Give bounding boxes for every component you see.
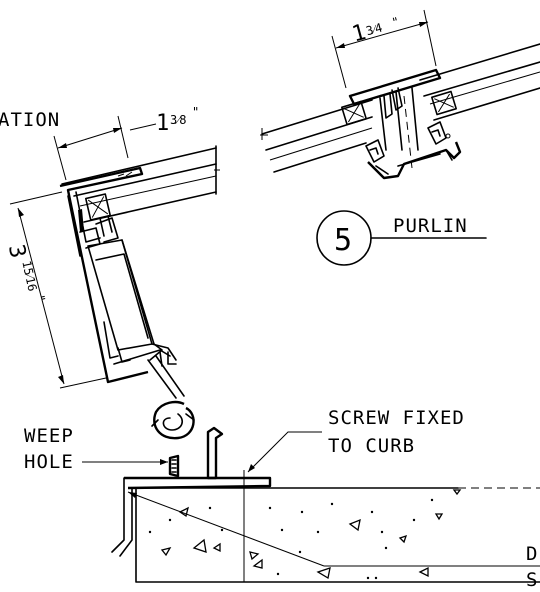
screw-label-line-1: SCREW FIXED bbox=[328, 407, 465, 429]
sloped-detail: ATION 1 3⁄8 " bbox=[0, 105, 220, 440]
vertical-dimension-whole: 3 bbox=[3, 242, 30, 260]
vertical-dimension-fraction: 15⁄16 bbox=[19, 259, 39, 292]
svg-text:": " bbox=[390, 14, 401, 29]
edge-label-s: S bbox=[526, 569, 538, 591]
edge-label-d: D bbox=[526, 543, 538, 565]
svg-text:": " bbox=[192, 105, 199, 119]
top-dimension-whole: 1 bbox=[156, 111, 169, 136]
screw-callout: SCREW FIXED TO CURB bbox=[247, 407, 465, 473]
weep-hole-line-1: WEEP bbox=[24, 425, 74, 447]
screw-label-line-2: TO CURB bbox=[328, 435, 415, 457]
curb-detail bbox=[111, 426, 540, 583]
purlin-detail: 1 3⁄4 " bbox=[260, 9, 540, 180]
svg-text:": " bbox=[33, 293, 48, 303]
purlin-dimension-fraction: 3⁄4 bbox=[364, 21, 384, 39]
detail-callout: 5 PURLIN bbox=[316, 210, 487, 266]
detail-title: PURLIN bbox=[393, 215, 468, 237]
purlin-dimension-whole: 1 bbox=[349, 20, 368, 48]
detail-number: 5 bbox=[334, 223, 352, 258]
weep-hole-callout: WEEP HOLE bbox=[24, 425, 168, 473]
top-dimension-fraction: 3⁄8 bbox=[170, 113, 186, 127]
weep-hole-line-2: HOLE bbox=[24, 451, 74, 473]
insulation-label-fragment: ATION bbox=[0, 109, 60, 131]
